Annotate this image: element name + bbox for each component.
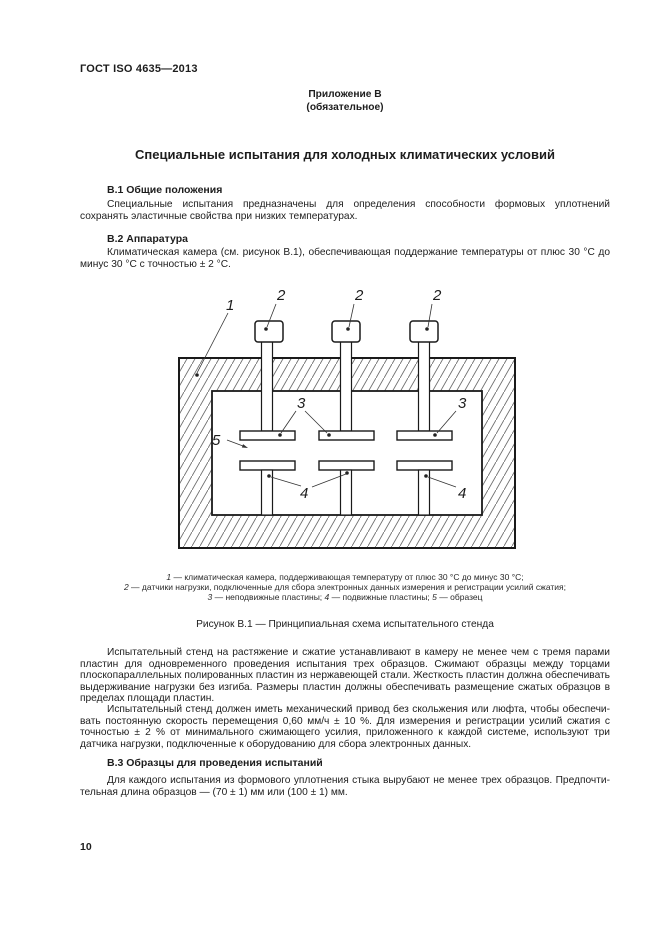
figure-caption-ref-number: 1 (166, 572, 172, 582)
plate-rod (417, 469, 431, 516)
figure-caption-text: — подвижные пластины; (329, 592, 433, 602)
figure-b1-diagram: 1 2 2 2 3 3 5 4 4 (178, 287, 516, 549)
fixed-plate (239, 430, 296, 441)
figure-caption-ref-number: 3 (207, 592, 213, 602)
sensor-rod (260, 340, 274, 432)
figure-caption-line: 2 — датчики нагрузки, подключенные для с… (80, 582, 610, 592)
annex-header: Приложение В (обязательное) (80, 89, 610, 114)
chamber-wall-hatching (179, 358, 515, 548)
figure-caption-text: — неподвижные пластины; (212, 592, 325, 602)
figure-label-3: 3 (458, 395, 467, 412)
fixed-plate (318, 430, 375, 441)
figure-label-4: 4 (300, 485, 308, 502)
lower-rods (260, 469, 431, 516)
section-title: Специальные испытания для холодных клима… (135, 147, 555, 162)
plate-rod (260, 469, 274, 516)
fixed-plate (396, 430, 453, 441)
figure-label-2: 2 (276, 287, 286, 304)
figure-caption-text: — климатическая камера, поддерживающая т… (171, 572, 524, 582)
load-sensor (254, 320, 284, 343)
moving-plates (239, 460, 453, 471)
moving-plate (318, 460, 375, 471)
figure-caption-line: 3 — неподвижные пластины; 4 — подвижные … (80, 592, 610, 602)
page-number: 10 (80, 841, 92, 853)
figure-label-2: 2 (354, 287, 364, 304)
leader-lines (196, 303, 457, 488)
paragraph-b3: Для каждого испытания из формового уплот… (80, 775, 610, 798)
figure-caption-text: — образец (436, 592, 483, 602)
figure-label-1: 1 (226, 297, 234, 314)
load-sensor (409, 320, 439, 343)
figure-label-3: 3 (297, 395, 306, 412)
figure-caption-ref-number: 2 (123, 582, 129, 592)
paragraph-b2-2: Испытательный стенд на растяжение и сжат… (80, 647, 610, 705)
figure-caption-line: 1 — климатическая камера, поддерживающая… (80, 572, 610, 582)
figure-caption-ref-number: 5 (432, 592, 437, 602)
heading-b2: В.2 Аппаратура (107, 233, 188, 245)
plate-rod (339, 469, 353, 516)
annex-type: (обязательное) (306, 101, 384, 113)
figure-label-5: 5 (212, 432, 221, 449)
load-sensor (331, 320, 361, 343)
sensor-rod (339, 340, 353, 432)
annex-name: Приложение В (308, 89, 382, 100)
reference-dots (195, 327, 437, 478)
standard-designation: ГОСТ ISO 4635—2013 (80, 63, 198, 75)
heading-b1: В.1 Общие положения (107, 184, 223, 196)
paragraph-b2-3: Испытательный стенд должен иметь механич… (80, 704, 610, 750)
paragraph-b1: Специальные испытания предназначены для … (80, 199, 610, 222)
figure-label-4: 4 (458, 485, 466, 502)
fixed-plates (239, 430, 453, 441)
figure-caption-text: — датчики нагрузки, подключенные для сбо… (128, 582, 567, 592)
paragraph-b2-1: Климатическая камера (см. рисунок В.1), … (80, 247, 610, 270)
arrowhead (241, 444, 248, 448)
figure-caption-ref-number: 4 (324, 592, 330, 602)
figure-caption: 1 — климатическая камера, поддерживающая… (80, 572, 610, 602)
moving-plate (239, 460, 296, 471)
figure-title: Рисунок В.1 — Принципиальная схема испыт… (196, 619, 494, 630)
load-sensors (254, 320, 439, 343)
heading-b3: В.3 Образцы для проведения испытаний (107, 757, 323, 769)
figure-label-2: 2 (432, 287, 442, 304)
sensor-rod (417, 340, 431, 432)
moving-plate (396, 460, 453, 471)
